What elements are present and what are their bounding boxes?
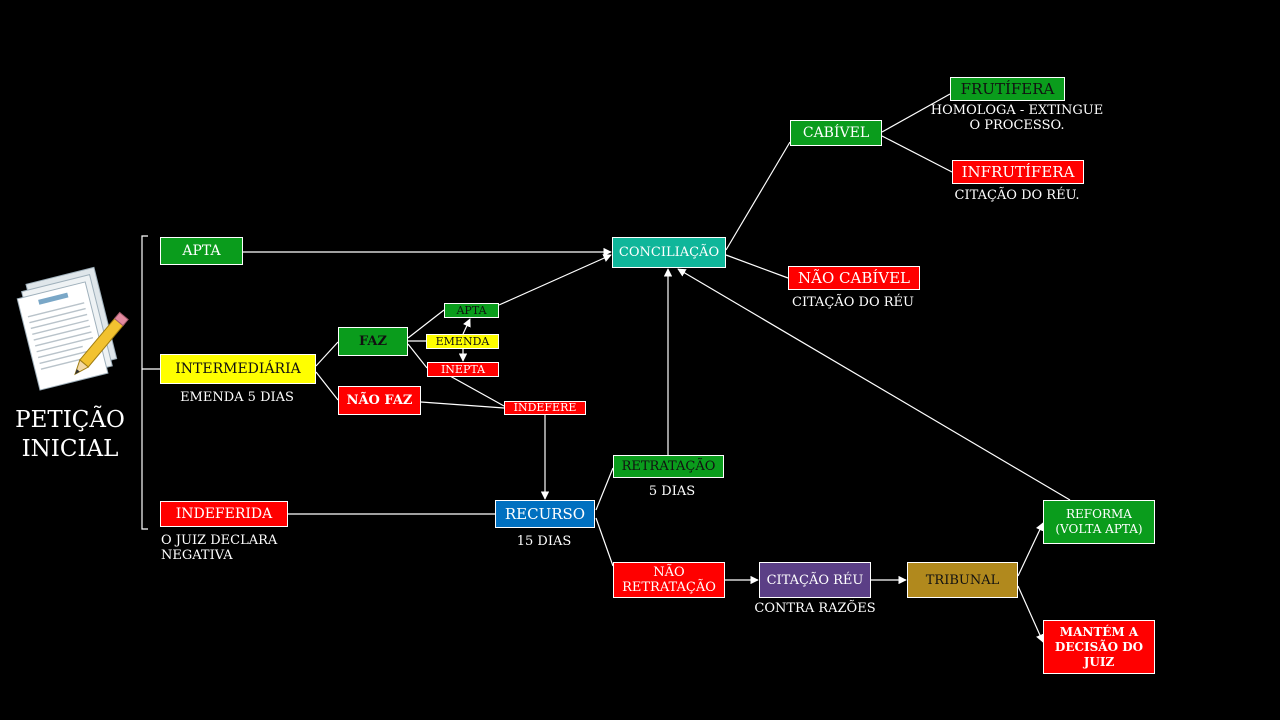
node-indeferida: INDEFERIDA — [160, 501, 288, 527]
node-tribunal: TRIBUNAL — [907, 562, 1018, 598]
node-nao-faz: NÃO FAZ — [338, 386, 421, 415]
node-mantem: MANTÉM A DECISÃO DO JUIZ — [1043, 620, 1155, 674]
diagram-title: PETIÇÃO INICIAL — [15, 407, 125, 462]
arrow-reforma-conciliacao — [677, 268, 1071, 501]
node-intermediaria: INTERMEDIÁRIA — [160, 354, 316, 384]
node-apta: APTA — [160, 237, 243, 265]
bracket — [141, 235, 148, 530]
node-sub-inepta: INEPTA — [427, 362, 499, 377]
node-infrutifera: INFRUTÍFERA — [952, 160, 1084, 184]
node-sub-apta: APTA — [444, 303, 499, 318]
node-frutifera: FRUTÍFERA — [950, 77, 1065, 101]
caption-emenda-5-dias: EMENDA 5 DIAS — [180, 390, 294, 405]
arrow-subapta-conciliacao — [498, 254, 612, 306]
petition-document-icon — [16, 266, 129, 391]
node-sub-emenda: EMENDA — [426, 334, 499, 349]
node-nao-cabivel: NÃO CABÍVEL — [788, 266, 920, 290]
caption-retratacao-dias: 5 DIAS — [648, 484, 696, 499]
node-faz: FAZ — [338, 327, 408, 356]
node-citacao-reu: CITAÇÃO RÉU — [759, 562, 871, 598]
caption-citacao-reu-2: CITAÇÃO DO RÉU — [791, 295, 915, 310]
node-reforma: REFORMA (VOLTA APTA) — [1043, 500, 1155, 544]
caption-contra-razoes: CONTRA RAZÕES — [754, 601, 876, 616]
caption-homologa: HOMOLOGA - EXTINGUE O PROCESSO. — [930, 103, 1104, 133]
node-nao-retratacao: NÃO RETRATAÇÃO — [613, 562, 725, 598]
caption-recurso-dias: 15 DIAS — [516, 534, 572, 549]
node-retratacao: RETRATAÇÃO — [613, 455, 724, 478]
node-indefere: INDEFERE — [504, 401, 586, 415]
node-recurso: RECURSO — [495, 500, 595, 528]
node-conciliacao: CONCILIAÇÃO — [612, 237, 726, 268]
caption-citacao-reu-1: CITAÇÃO DO RÉU. — [954, 188, 1080, 203]
node-cabivel: CABÍVEL — [790, 120, 882, 146]
caption-juiz-declara: O JUIZ DECLARA NEGATIVA — [161, 533, 278, 563]
